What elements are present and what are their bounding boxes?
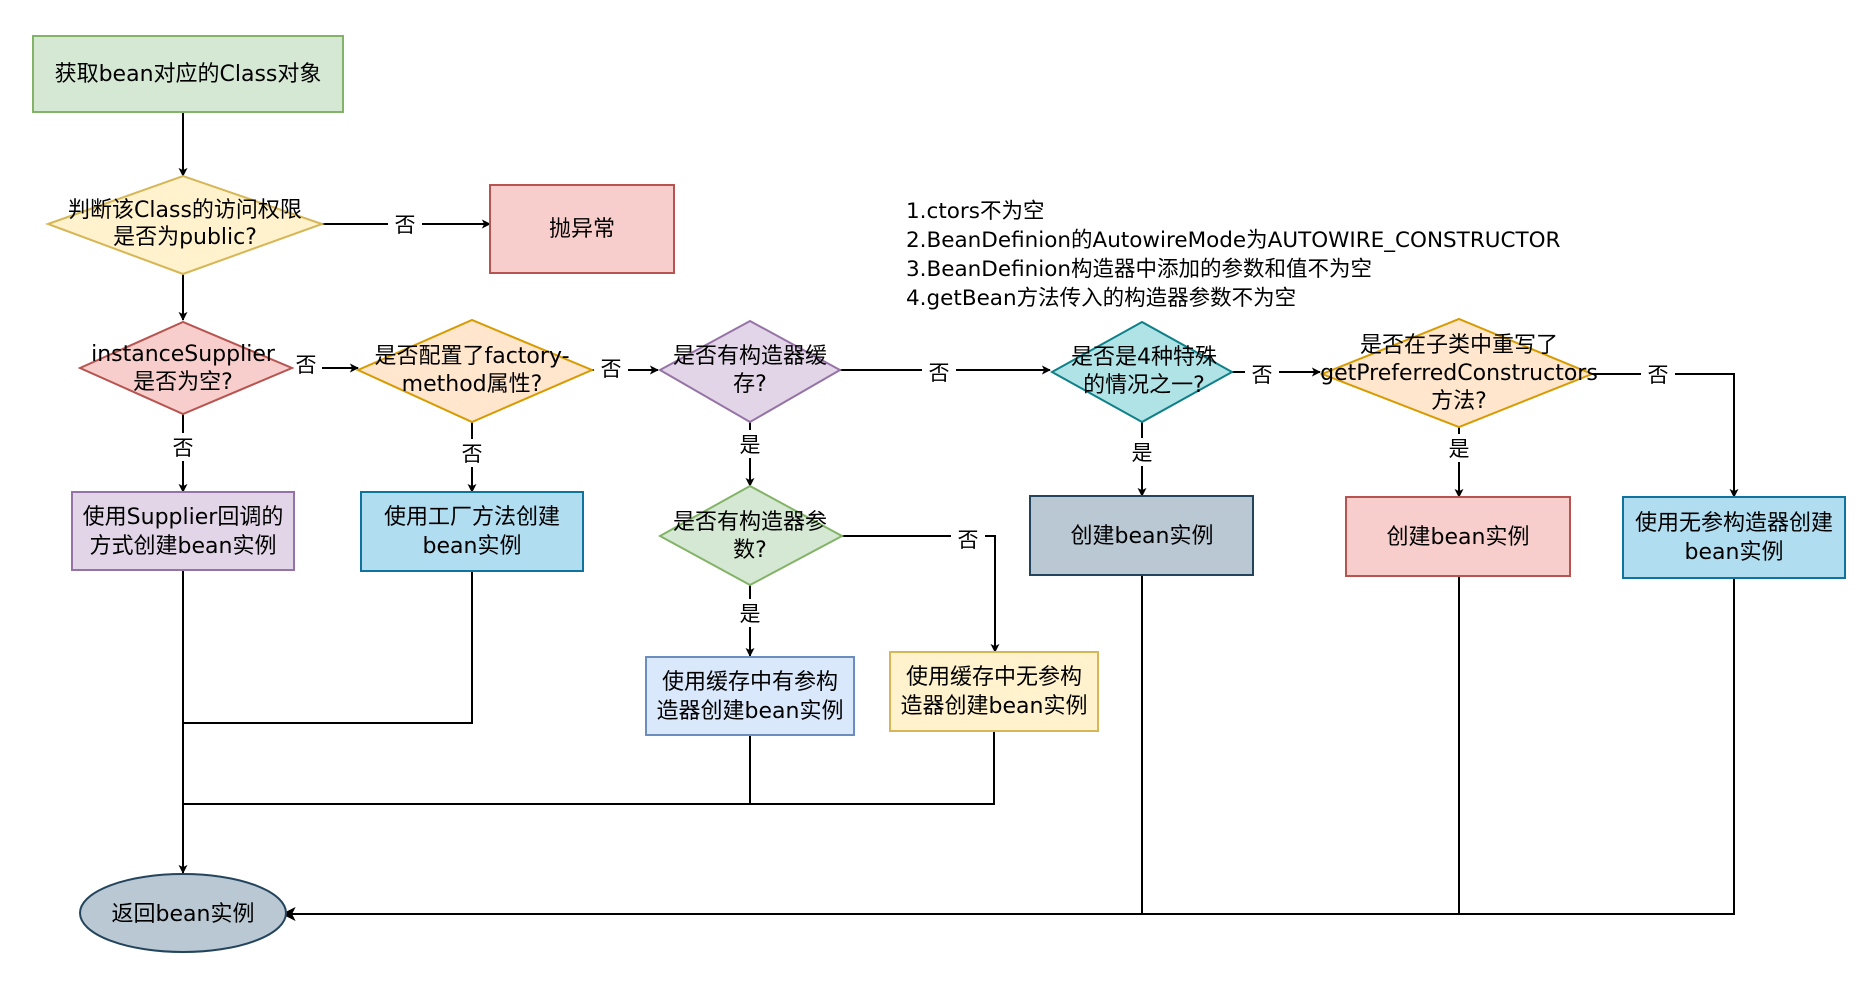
node-ctor-cache-shape — [657, 319, 843, 424]
node-ctor-args-line1: 是否有构造器参 — [673, 510, 827, 535]
note-line-4: 4.getBean方法传入的构造器参数不为空 — [906, 286, 1296, 311]
edge-use-factory-return — [183, 571, 473, 724]
node-create-bean-2: 创建bean实例 — [1345, 496, 1571, 577]
edge-noarg-return — [1459, 578, 1735, 915]
label-factory-no-down: 否 — [462, 442, 483, 466]
label-supplier-no-right: 否 — [296, 353, 317, 377]
label-args-no: 否 — [958, 528, 979, 552]
node-cache-with-args-line1: 使用缓存中有参构 — [662, 670, 838, 695]
note-line-2: 2.BeanDefinion的AutowireMode为AUTOWIRE_CON… — [906, 228, 1561, 253]
node-cache-no-args: 使用缓存中无参构 造器创建bean实例 — [889, 651, 1099, 732]
node-create-bean-1-label: 创建bean实例 — [1071, 524, 1214, 549]
node-factory-method-shape — [355, 318, 595, 424]
node-get-class-shape — [32, 35, 344, 113]
node-use-factory-line2: bean实例 — [423, 534, 522, 559]
node-return-bean-label: 返回bean实例 — [112, 902, 255, 927]
node-use-no-arg-ctor-line2: bean实例 — [1685, 540, 1784, 565]
node-throw-exception: 抛异常 — [489, 184, 675, 274]
edge-labels: 否 否 否 否 否 否 是 是 否 否 是 是 否 — [166, 210, 1675, 627]
label-override-no: 否 — [1648, 363, 1669, 387]
label-cache-no: 否 — [929, 361, 950, 385]
node-use-no-arg-ctor: 使用无参构造器创建 bean实例 — [1622, 496, 1846, 579]
node-check-public-shape — [45, 174, 326, 276]
label-cache-yes: 是 — [740, 433, 761, 457]
node-throw-exception-shape — [489, 184, 675, 274]
edge-args-to-cache-no — [842, 535, 1000, 653]
edge-create2-return — [1142, 576, 1460, 915]
node-throw-exception-label: 抛异常 — [549, 217, 615, 242]
node-instance-supplier-line1: instanceSupplier — [91, 342, 276, 367]
node-cache-no-args-line2: 造器创建bean实例 — [901, 694, 1088, 719]
node-cache-with-args: 使用缓存中有参构 造器创建bean实例 — [645, 656, 855, 736]
node-check-public-line2: 是否为public? — [113, 225, 257, 250]
note-line-1: 1.ctors不为空 — [906, 199, 1044, 224]
node-use-supplier-shape — [71, 491, 295, 571]
node-ctor-args-line2: 数? — [733, 538, 767, 563]
node-check-public-line1: 判断该Class的访问权限 — [68, 198, 302, 223]
node-override-preferred-shape — [1319, 317, 1595, 429]
node-override-preferred-line1: 是否在子类中重写了 — [1360, 333, 1558, 358]
label-public-no: 否 — [395, 213, 416, 237]
node-ctor-cache-line2: 存? — [733, 372, 767, 397]
node-use-supplier-line1: 使用Supplier回调的 — [83, 505, 284, 530]
node-ctor-args: 是否有构造器参 数? — [657, 484, 845, 587]
node-override-preferred-line2: getPreferredConstructors — [1320, 361, 1598, 386]
node-ctor-cache: 是否有构造器缓 存? — [657, 319, 843, 424]
node-use-no-arg-ctor-shape — [1622, 496, 1846, 579]
node-override-preferred: 是否在子类中重写了 getPreferredConstructors 方法? — [1319, 317, 1598, 429]
node-use-factory-line1: 使用工厂方法创建 — [384, 505, 560, 530]
edge-override-to-noarg — [1592, 373, 1739, 498]
node-use-supplier-line2: 方式创建bean实例 — [90, 534, 277, 559]
edge-cache-no-return — [750, 731, 995, 805]
node-ctor-cache-line1: 是否有构造器缓 — [673, 344, 827, 369]
node-cache-with-args-line2: 造器创建bean实例 — [657, 699, 844, 724]
label-factory-no: 否 — [601, 357, 622, 381]
node-create-bean-2-label: 创建bean实例 — [1387, 525, 1530, 550]
node-four-cases-line1: 是否是4种特殊 — [1071, 345, 1217, 370]
label-args-yes: 是 — [740, 602, 761, 626]
node-four-cases-line2: 的情况之一? — [1083, 373, 1205, 398]
node-create-bean-2-shape — [1345, 496, 1571, 577]
node-four-cases: 是否是4种特殊 的情况之一? — [1049, 320, 1235, 424]
label-supplier-no-down: 否 — [173, 436, 194, 460]
edge-cache-with-return — [183, 735, 751, 805]
node-instance-supplier-shape — [77, 320, 295, 416]
node-get-class-label: 获取bean对应的Class对象 — [55, 62, 322, 87]
node-override-preferred-line3: 方法? — [1431, 389, 1487, 414]
node-use-factory-shape — [360, 491, 584, 572]
edge-create1-return — [281, 575, 1143, 921]
node-use-factory: 使用工厂方法创建 bean实例 — [360, 491, 584, 572]
node-create-bean-1-shape — [1029, 495, 1254, 576]
node-cache-no-args-line1: 使用缓存中无参构 — [906, 665, 1082, 690]
node-instance-supplier: instanceSupplier 是否为空? — [77, 320, 295, 416]
label-four-no: 否 — [1252, 363, 1273, 387]
node-cache-no-args-shape — [889, 651, 1099, 732]
node-check-public: 判断该Class的访问权限 是否为public? — [45, 174, 326, 276]
node-factory-method-line1: 是否配置了factory- — [374, 344, 569, 369]
label-four-yes: 是 — [1132, 441, 1153, 465]
node-cache-with-args-shape — [645, 656, 855, 736]
node-four-cases-shape — [1049, 320, 1235, 424]
node-instance-supplier-line2: 是否为空? — [133, 370, 233, 395]
node-factory-method: 是否配置了factory- method属性? — [355, 318, 595, 424]
label-override-yes: 是 — [1449, 437, 1470, 461]
note-line-3: 3.BeanDefinion构造器中添加的参数和值不为空 — [906, 257, 1372, 282]
special-cases-note: 1.ctors不为空 2.BeanDefinion的AutowireMode为A… — [906, 199, 1561, 311]
node-factory-method-line2: method属性? — [402, 372, 543, 397]
node-use-supplier: 使用Supplier回调的 方式创建bean实例 — [71, 491, 295, 571]
node-use-no-arg-ctor-line1: 使用无参构造器创建 — [1635, 511, 1833, 536]
node-get-class: 获取bean对应的Class对象 — [32, 35, 344, 113]
node-return-bean-shape — [79, 873, 287, 953]
node-create-bean-1: 创建bean实例 — [1029, 495, 1254, 576]
node-ctor-args-shape — [657, 484, 845, 587]
node-return-bean: 返回bean实例 — [79, 873, 287, 953]
